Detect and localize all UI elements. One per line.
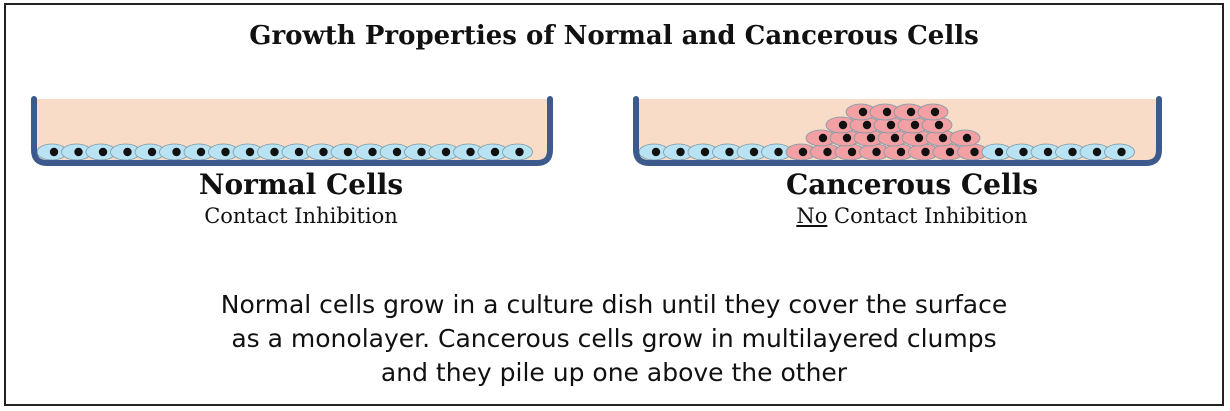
cell-nucleus xyxy=(442,148,450,156)
cell-nucleus xyxy=(970,148,978,156)
cell-nucleus xyxy=(843,134,851,142)
cell-nucleus xyxy=(197,148,205,156)
cell-nucleus xyxy=(897,148,905,156)
cell-nucleus xyxy=(319,148,327,156)
cancer-cell xyxy=(950,130,980,146)
cell-nucleus xyxy=(725,148,733,156)
normal-cell xyxy=(1105,144,1135,160)
cell-nucleus xyxy=(1117,148,1125,156)
cell-nucleus xyxy=(368,148,376,156)
cancer-subtitle-rest: Contact Inhibition xyxy=(827,204,1027,228)
cell-nucleus xyxy=(491,148,499,156)
cell-nucleus xyxy=(515,148,523,156)
cell-nucleus xyxy=(915,134,923,142)
cell-nucleus xyxy=(701,148,709,156)
caption: Normal cells grow in a culture dish unti… xyxy=(6,288,1222,390)
cell-nucleus xyxy=(995,148,1003,156)
cell-nucleus xyxy=(907,108,915,116)
cell-nucleus xyxy=(466,148,474,156)
cell-nucleus xyxy=(123,148,131,156)
cell-nucleus xyxy=(750,148,758,156)
cell-nucleus xyxy=(823,148,831,156)
cell-nucleus xyxy=(221,148,229,156)
normal-cells-heading: Normal Cells xyxy=(101,168,501,201)
cancer-cell xyxy=(918,104,948,120)
cell-nucleus xyxy=(935,121,943,129)
cell-nucleus xyxy=(393,148,401,156)
cell-nucleus xyxy=(50,148,58,156)
cancer-culture-dish xyxy=(636,99,1159,163)
figure-frame: Growth Properties of Normal and Cancerou… xyxy=(4,3,1224,406)
cell-nucleus xyxy=(799,148,807,156)
cancer-cells-heading: Cancerous Cells xyxy=(712,168,1112,201)
cell-nucleus xyxy=(74,148,82,156)
cell-nucleus xyxy=(867,134,875,142)
cell-nucleus xyxy=(246,148,254,156)
cell-nucleus xyxy=(883,108,891,116)
cell-nucleus xyxy=(887,121,895,129)
caption-line-2: as a monolayer. Cancerous cells grow in … xyxy=(6,322,1222,356)
cell-nucleus xyxy=(859,108,867,116)
cancer-cells-subtitle: No Contact Inhibition xyxy=(672,204,1152,228)
cell-nucleus xyxy=(148,148,156,156)
cell-nucleus xyxy=(774,148,782,156)
cell-nucleus xyxy=(1044,148,1052,156)
cell-nucleus xyxy=(652,148,660,156)
cell-nucleus xyxy=(931,108,939,116)
cell-nucleus xyxy=(848,148,856,156)
cell-nucleus xyxy=(872,148,880,156)
cell-nucleus xyxy=(939,134,947,142)
cell-nucleus xyxy=(819,134,827,142)
cell-nucleus xyxy=(295,148,303,156)
cell-nucleus xyxy=(839,121,847,129)
normal-cells-subtitle: Contact Inhibition xyxy=(61,204,541,228)
cell-nucleus xyxy=(344,148,352,156)
cell-nucleus xyxy=(963,134,971,142)
normal-cell xyxy=(503,144,533,160)
no-emphasis: No xyxy=(796,204,827,228)
cell-nucleus xyxy=(676,148,684,156)
cell-nucleus xyxy=(921,148,929,156)
cell-nucleus xyxy=(270,148,278,156)
cell-nucleus xyxy=(946,148,954,156)
cell-nucleus xyxy=(172,148,180,156)
cell-nucleus xyxy=(1019,148,1027,156)
cell-nucleus xyxy=(417,148,425,156)
caption-line-1: Normal cells grow in a culture dish unti… xyxy=(6,288,1222,322)
cell-nucleus xyxy=(99,148,107,156)
cell-nucleus xyxy=(911,121,919,129)
cell-nucleus xyxy=(1068,148,1076,156)
cell-nucleus xyxy=(1093,148,1101,156)
caption-line-3: and they pile up one above the other xyxy=(6,356,1222,390)
normal-culture-dish xyxy=(34,99,550,163)
cell-nucleus xyxy=(891,134,899,142)
cell-nucleus xyxy=(863,121,871,129)
